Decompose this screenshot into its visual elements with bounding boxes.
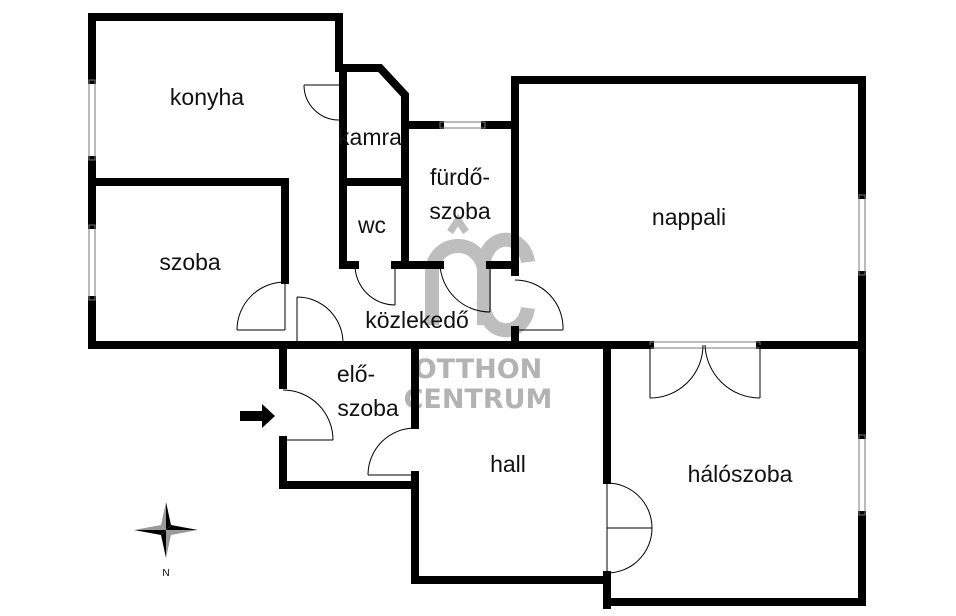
room-label-konyha: konyha xyxy=(170,84,244,110)
door-hall xyxy=(367,427,416,476)
window xyxy=(858,434,866,516)
door-haloszoba-double xyxy=(649,344,761,399)
door-nappali xyxy=(514,279,564,331)
window xyxy=(88,79,96,161)
window xyxy=(858,194,866,276)
compass-icon xyxy=(134,502,198,558)
room-label-eloszoba-2: szoba xyxy=(337,395,399,421)
compass-label: N xyxy=(162,568,169,579)
window xyxy=(439,121,486,129)
room-labels: konyha kamra fürdő- szoba nappali wc szo… xyxy=(159,84,792,487)
door-entrance xyxy=(282,389,334,441)
watermark: OTTHON CENTRUM xyxy=(404,213,553,415)
watermark-line2: CENTRUM xyxy=(404,384,553,415)
door-furdo xyxy=(439,264,491,313)
door-corridor xyxy=(296,296,344,344)
room-label-nappali: nappali xyxy=(652,204,726,230)
walls xyxy=(88,13,866,609)
room-label-furdo-2: szoba xyxy=(429,198,491,224)
room-label-eloszoba-1: elő- xyxy=(337,361,375,387)
door-wc xyxy=(354,264,396,306)
entrance-arrow-icon xyxy=(240,404,275,428)
door-haloszoba-hall xyxy=(606,482,653,574)
room-label-hall: hall xyxy=(490,451,526,477)
room-label-wc: wc xyxy=(357,212,386,238)
watermark-line1: OTTHON xyxy=(414,354,543,385)
room-label-szoba: szoba xyxy=(159,249,221,275)
doors xyxy=(236,84,761,574)
room-label-kamra: kamra xyxy=(338,124,402,150)
room-label-furdo-1: fürdő- xyxy=(430,164,490,190)
room-label-kozlekedo: közlekedő xyxy=(365,307,469,333)
room-label-haloszoba: hálószoba xyxy=(688,461,793,487)
door-szoba xyxy=(236,280,286,331)
window xyxy=(88,224,96,301)
door-konyha-kamra xyxy=(303,84,340,121)
